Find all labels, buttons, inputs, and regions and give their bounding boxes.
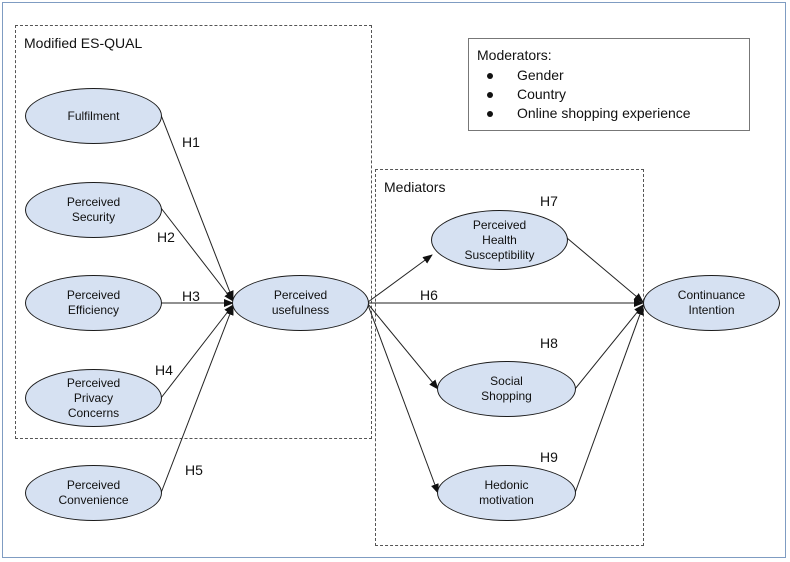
- hypothesis-label-h2: H2: [157, 229, 175, 245]
- bullet-icon: [487, 72, 493, 79]
- mediators-group-title: Mediators: [384, 179, 446, 195]
- moderator-item: Country: [487, 85, 691, 104]
- edge-hedonic-continuance: [574, 305, 644, 494]
- moderator-label: Country: [517, 86, 567, 102]
- hypothesis-label-h5: H5: [185, 462, 203, 478]
- node-perceived-health-susceptibility: Perceived Health Susceptibility: [431, 210, 568, 270]
- edge-privacy-usefulness: [160, 304, 234, 399]
- hypothesis-label-h3: H3: [182, 288, 200, 304]
- moderator-item: Gender: [487, 66, 691, 85]
- hypothesis-label-h7: H7: [540, 193, 558, 209]
- edge-social-continuance: [574, 304, 644, 390]
- edge-usefulness-health: [367, 254, 433, 303]
- bullet-icon: [487, 91, 493, 98]
- hypothesis-label-h6: H6: [420, 287, 438, 303]
- edge-usefulness-social: [367, 303, 439, 390]
- node-social-shopping: Social Shopping: [437, 361, 576, 417]
- moderators-list: Gender Country Online shopping experienc…: [487, 66, 691, 123]
- esqual-group-title: Modified ES-QUAL: [24, 35, 143, 51]
- moderator-label: Online shopping experience: [517, 105, 691, 121]
- hypothesis-label-h4: H4: [155, 362, 173, 378]
- moderators-title: Moderators:: [477, 47, 552, 63]
- node-perceived-efficiency: Perceived Efficiency: [25, 275, 162, 331]
- moderators-box: Moderators: Gender Country Online shoppi…: [468, 38, 750, 131]
- node-perceived-security: Perceived Security: [25, 182, 162, 238]
- edge-security-usefulness: [160, 207, 234, 302]
- bullet-icon: [487, 110, 493, 117]
- mediators-group-box: [375, 169, 644, 546]
- moderator-label: Gender: [517, 67, 564, 83]
- node-perceived-usefulness: Perceived usefulness: [232, 275, 369, 331]
- node-perceived-convenience: Perceived Convenience: [25, 465, 162, 521]
- hypothesis-label-h9: H9: [540, 449, 558, 465]
- moderator-item: Online shopping experience: [487, 104, 691, 123]
- esqual-group-box: [15, 25, 372, 439]
- edge-usefulness-hedonic: [367, 304, 439, 494]
- node-hedonic-motivation: Hedonic motivation: [437, 465, 576, 521]
- node-perceived-privacy-concerns: Perceived Privacy Concerns: [25, 369, 162, 427]
- hypothesis-label-h8: H8: [540, 335, 558, 351]
- node-continuance-intention: Continuance Intention: [643, 275, 780, 331]
- edge-convenience-usefulness: [160, 305, 234, 494]
- edge-fulfilment-usefulness: [160, 114, 234, 301]
- edge-health-continuance: [566, 237, 644, 303]
- hypothesis-label-h1: H1: [182, 134, 200, 150]
- node-fulfilment: Fulfilment: [25, 88, 162, 144]
